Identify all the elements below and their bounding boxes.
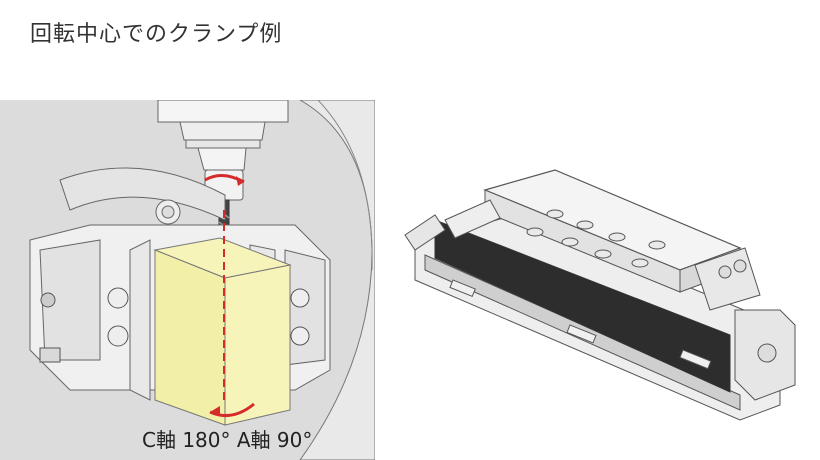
axis-caption: C軸 180° A軸 90° <box>142 428 313 452</box>
page-title: 回転中心でのクランプ例 <box>30 22 283 47</box>
vise-product-illustration <box>395 160 805 430</box>
workpiece <box>153 237 292 426</box>
machining-clamp-illustration <box>0 100 375 460</box>
